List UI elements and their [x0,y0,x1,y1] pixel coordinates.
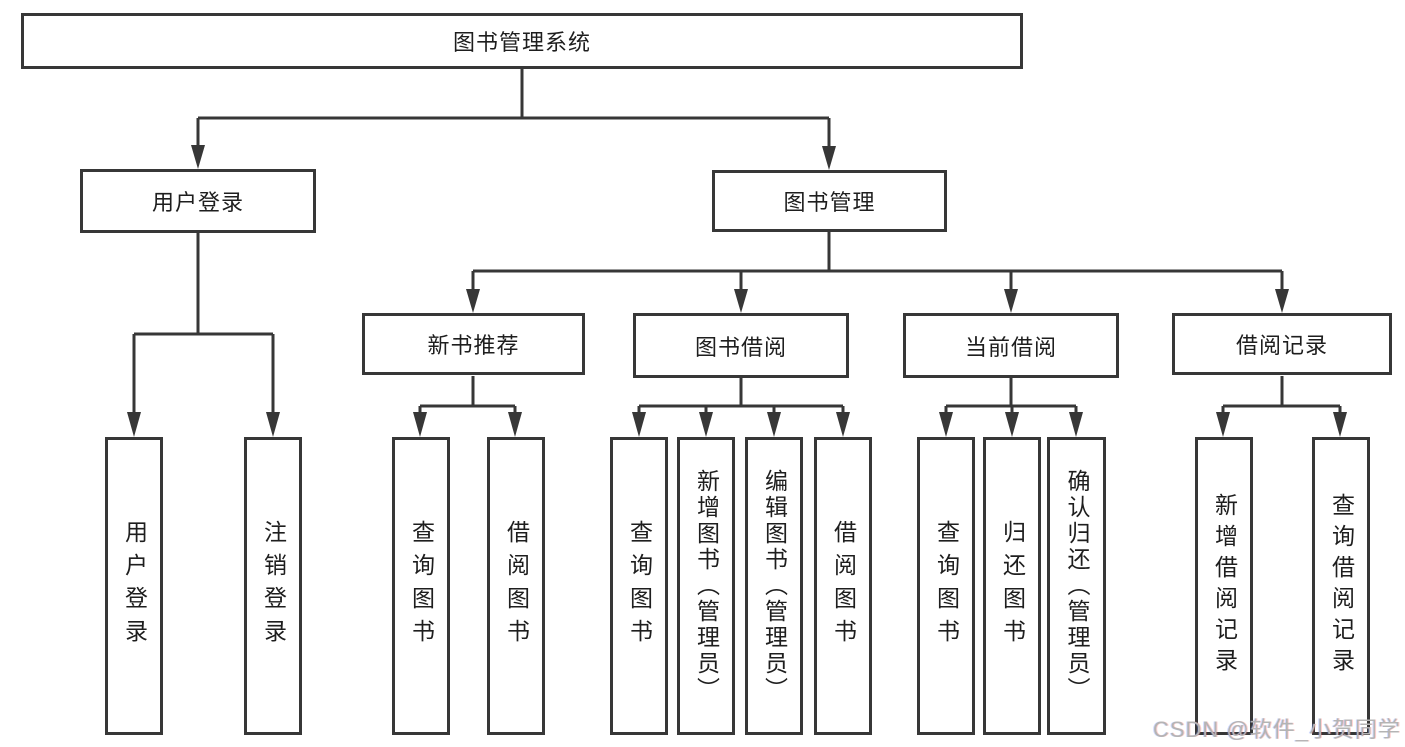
connector-root-to-level2 [191,69,836,170]
node-leaf-query-borrow-record-label: 查询借阅记录 [1328,493,1355,679]
node-leaf-add-books-admin: 新增图书（管理员） [677,437,735,735]
node-leaf-borrow-books-label: 借阅图书 [830,520,857,652]
connector-new-book-to-leaves [413,376,522,437]
node-leaf-logout-label: 注销登录 [260,520,287,652]
node-leaf-add-books-admin-label: 新增图书（管理员） [693,469,720,703]
node-leaf-return-books: 归还图书 [983,437,1041,735]
node-leaf-logout: 注销登录 [244,437,302,735]
connector-book-mgmt-to-level3 [466,232,1289,313]
node-leaf-query-books-borrow-label: 查询图书 [626,520,653,652]
node-user-login: 用户登录 [80,169,316,233]
node-new-book-recommend: 新书推荐 [362,313,585,375]
node-leaf-edit-books-admin-label: 编辑图书（管理员） [761,469,788,703]
connector-user-login-to-leaves [127,233,280,437]
node-leaf-confirm-return-admin: 确认归还（管理员） [1047,437,1106,735]
node-book-borrow: 图书借阅 [633,313,849,378]
node-root-label: 图书管理系统 [452,30,591,55]
node-leaf-user-login: 用户登录 [105,437,163,735]
node-leaf-borrow-books-recommend-label: 借阅图书 [503,520,530,652]
node-leaf-confirm-return-admin-label: 确认归还（管理员） [1064,469,1090,703]
node-borrow-records: 借阅记录 [1172,313,1392,375]
node-leaf-borrow-books-recommend: 借阅图书 [487,437,545,735]
node-leaf-return-books-label: 归还图书 [999,520,1026,652]
node-book-management-label: 图书管理 [783,190,876,215]
node-leaf-add-borrow-record: 新增借阅记录 [1195,437,1253,735]
connector-borrow-records-to-leaves [1216,376,1347,437]
node-book-management: 图书管理 [712,170,947,232]
node-leaf-user-login-label: 用户登录 [121,520,148,652]
node-leaf-query-books-recommend-label: 查询图书 [408,520,435,652]
node-leaf-query-borrow-record: 查询借阅记录 [1312,437,1370,735]
node-new-book-recommend-label: 新书推荐 [427,333,520,358]
node-leaf-edit-books-admin: 编辑图书（管理员） [745,437,803,735]
connector-book-borrow-to-leaves [632,378,850,437]
node-current-borrow: 当前借阅 [903,313,1119,378]
node-leaf-add-borrow-record-label: 新增借阅记录 [1211,493,1238,679]
node-current-borrow-label: 当前借阅 [964,334,1057,360]
node-borrow-records-label: 借阅记录 [1235,333,1328,358]
node-leaf-query-books-current-label: 查询图书 [933,520,960,652]
node-leaf-query-books-recommend: 查询图书 [392,437,450,735]
node-leaf-query-books-borrow: 查询图书 [610,437,668,735]
node-user-login-label: 用户登录 [151,190,244,215]
connector-current-borrow-to-leaves [939,378,1083,437]
node-leaf-borrow-books: 借阅图书 [814,437,872,735]
node-book-borrow-label: 图书借阅 [694,334,787,360]
csdn-watermark: CSDN @软件_小贺同学 [1152,717,1401,742]
node-root: 图书管理系统 [21,13,1023,69]
node-leaf-query-books-current: 查询图书 [917,437,975,735]
